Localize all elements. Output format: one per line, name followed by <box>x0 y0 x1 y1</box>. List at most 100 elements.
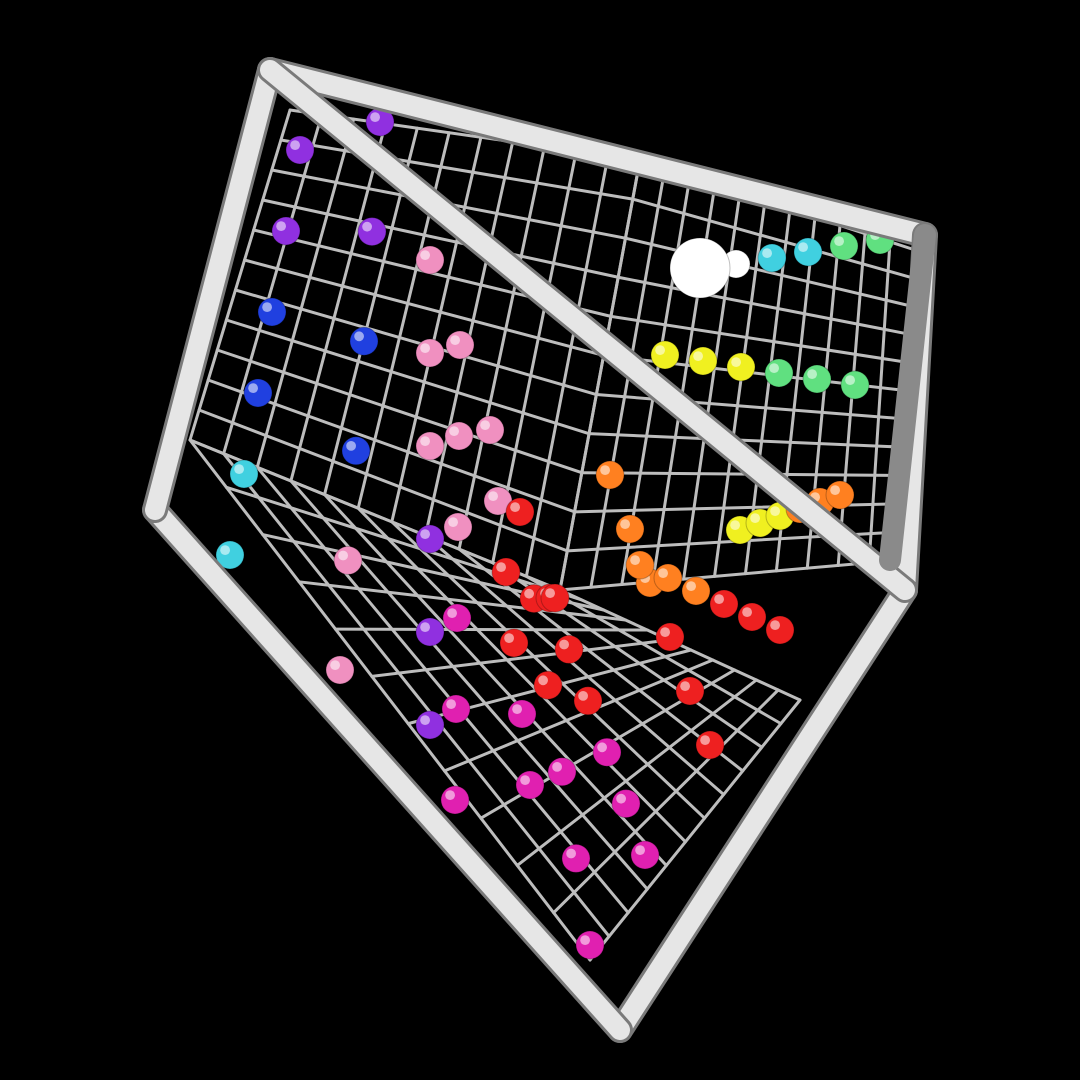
sphere-highlight <box>450 335 460 345</box>
sphere-highlight <box>445 790 455 800</box>
grid-face-right-line <box>836 232 867 567</box>
grid-face-right-line <box>713 199 767 578</box>
color-sphere <box>765 615 795 645</box>
frame-edge <box>145 60 280 520</box>
sphere-highlight <box>834 236 844 247</box>
sphere-highlight <box>346 441 356 451</box>
sphere-highlight <box>512 704 522 714</box>
sphere-highlight <box>262 302 272 312</box>
sphere-highlight <box>679 247 700 268</box>
frame-edge <box>610 580 915 1040</box>
grid-face-right-line <box>594 393 909 421</box>
sphere-highlight <box>234 464 245 474</box>
color-sphere <box>507 699 537 729</box>
color-sphere <box>229 459 259 489</box>
sphere-highlight <box>504 633 514 643</box>
sphere-highlight <box>545 588 555 598</box>
sphere-highlight <box>420 343 430 353</box>
grid-face-left-line <box>215 348 584 475</box>
sphere-highlight <box>220 545 231 555</box>
sphere-highlight <box>769 363 779 373</box>
color-sphere <box>840 370 870 400</box>
grid-face-left-line <box>289 122 387 483</box>
grid-face-bottom-line <box>255 465 630 915</box>
color-sphere <box>415 338 445 368</box>
color-sphere <box>650 340 680 370</box>
color-sphere <box>615 514 645 544</box>
sphere-highlight <box>597 742 607 753</box>
grid-face-right-line <box>631 197 916 280</box>
color-sphere <box>505 497 535 527</box>
grid-face-left-line <box>222 113 324 456</box>
color-sphere <box>547 757 577 787</box>
sphere-highlight <box>276 221 286 232</box>
grid-face-bottom-line <box>515 678 758 867</box>
color-sphere <box>554 634 584 664</box>
color-sphere <box>445 330 475 360</box>
frame-edge <box>260 60 935 245</box>
grid-face-left-line <box>255 117 356 469</box>
sphere-highlight <box>616 793 626 804</box>
color-sphere <box>757 243 787 273</box>
grid-face-left-line <box>197 408 569 553</box>
frame-edge <box>879 224 936 571</box>
color-sphere <box>688 346 718 376</box>
color-spheres <box>215 107 895 960</box>
color-sphere <box>630 840 660 870</box>
color-sphere <box>669 237 731 299</box>
grid-face-bottom-line <box>524 574 783 726</box>
grid-face-left-line <box>233 288 598 397</box>
sphere-highlight <box>538 675 548 686</box>
sphere-highlight <box>520 775 530 785</box>
grid-face-right-line <box>623 236 914 308</box>
sphere-highlight <box>510 502 520 512</box>
color-sphere <box>475 415 505 445</box>
sphere-highlight <box>742 607 752 617</box>
color-sphere <box>491 557 521 587</box>
color-sphere <box>681 576 711 606</box>
grid-face-bottom-line <box>552 688 780 915</box>
sphere-highlight <box>620 519 630 529</box>
sphere-highlight <box>559 639 569 650</box>
sphere-highlight <box>798 242 808 253</box>
sphere-highlight <box>770 506 780 516</box>
grid-face-left-line <box>224 318 591 436</box>
color-sphere <box>257 297 287 327</box>
color-sphere <box>540 583 570 613</box>
sphere-highlight <box>370 112 380 122</box>
grid-face-bottom-line <box>297 580 627 622</box>
grid-face-left-line <box>206 378 577 514</box>
sphere-highlight <box>693 351 703 361</box>
grid-face-bottom-line <box>588 698 802 962</box>
grid-face-left-line <box>390 135 483 524</box>
sphere-highlight <box>449 426 459 436</box>
sphere-highlight <box>830 485 840 495</box>
grid-face-bottom-line <box>188 438 592 962</box>
color-sphere <box>415 431 445 461</box>
grid-face-left-line <box>457 144 547 551</box>
grid-face-bottom-line <box>457 547 745 773</box>
frame-edge <box>260 60 915 600</box>
grid-face-bottom-line <box>289 479 649 891</box>
color-sphere <box>515 770 545 800</box>
sphere-highlight <box>680 681 690 691</box>
color-sphere <box>333 545 363 575</box>
sphere-highlight <box>630 555 640 565</box>
sphere-highlight <box>420 622 430 632</box>
sphere-highlight <box>600 465 610 475</box>
grid-face-right-line <box>558 158 642 592</box>
sphere-highlight <box>686 581 696 591</box>
sphere-highlight <box>420 529 430 539</box>
color-sphere <box>793 237 823 267</box>
sphere-highlight <box>658 568 668 578</box>
sphere-highlight <box>660 627 670 637</box>
frame-edge <box>145 500 630 1040</box>
sphere-highlight <box>447 608 457 618</box>
color-sphere <box>802 364 832 394</box>
grid-face-right-line <box>867 240 892 565</box>
grid-face-bottom-line <box>390 520 707 820</box>
sphere-highlight <box>338 550 348 561</box>
color-sphere <box>499 628 529 658</box>
